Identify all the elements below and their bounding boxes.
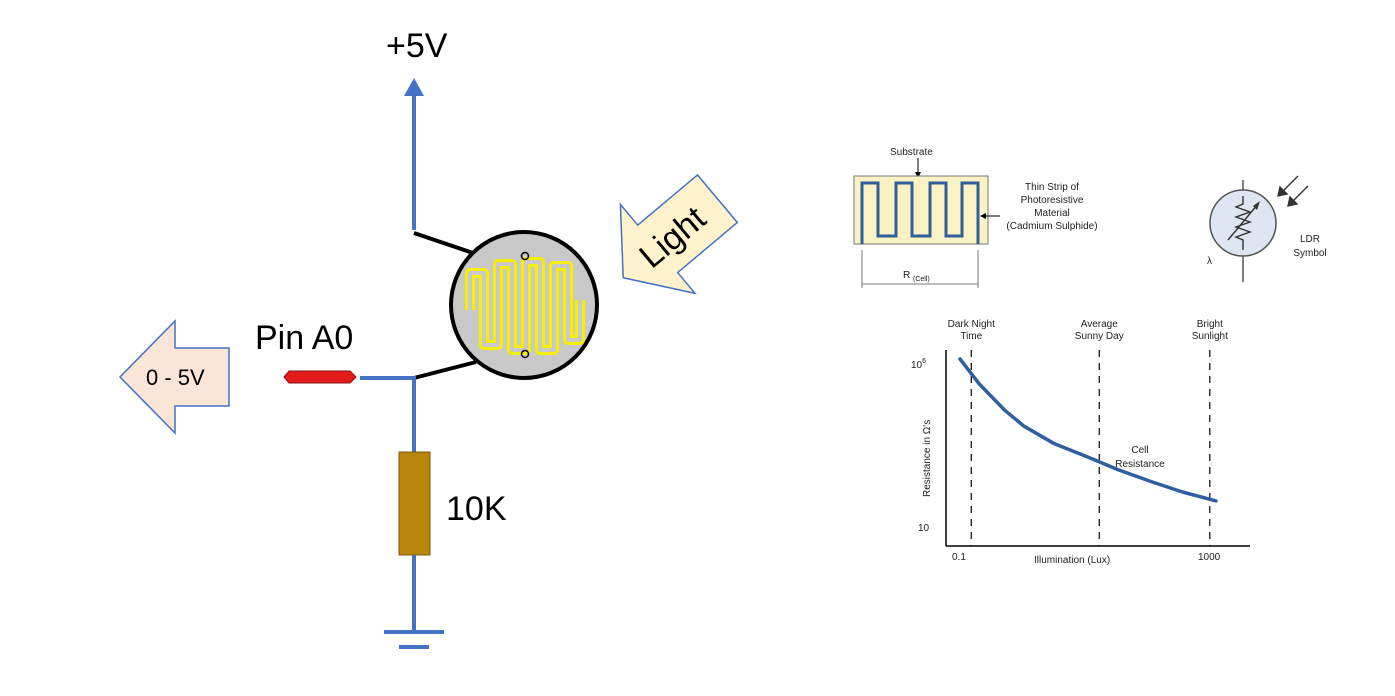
ldr-contact-bottom [520, 349, 530, 359]
strip-label-line-2: Photoresistive [1021, 195, 1084, 206]
circuit: +5V 10K Pin A0 0 - 5V Light [118, 27, 739, 649]
output-label: 0 - 5V [146, 365, 205, 390]
y-tick-label-max: 106 [911, 358, 926, 371]
r-sub-label: (Cell) [913, 276, 930, 283]
annotation-label-2-line-2: Sunny Day [1075, 331, 1124, 342]
strip-callout: Thin Strip of Photoresistive Material (C… [980, 182, 1098, 232]
substrate-plate [853, 175, 989, 245]
strip-label-line-4: (Cadmium Sulphide) [1006, 221, 1097, 232]
r-label: R [903, 270, 910, 281]
resistance-vs-illumination-chart: Resistance in Ω's Illumination (Lux) 0.1… [911, 319, 1250, 566]
x-tick-label-min: 0.1 [952, 552, 966, 563]
output-arrow [118, 319, 230, 435]
y-axis-label: Resistance in Ω's [922, 420, 933, 497]
strip-label-line-1: Thin Strip of [1025, 182, 1079, 193]
series-label-line-2: Resistance [1115, 459, 1165, 470]
ldr-symbol-label-line-2: Symbol [1293, 248, 1326, 259]
strip-label-line-3: Material [1034, 208, 1070, 219]
substrate-pointer-head [915, 172, 921, 178]
annotation-label-1-line-1: Dark Night [948, 319, 995, 330]
pin-label: Pin A0 [255, 319, 353, 357]
ldr-contact-top [520, 251, 530, 261]
ldr-symbol-light-arrows-icon [1277, 175, 1309, 207]
ldr-top-lead [413, 231, 477, 256]
supply-label: +5V [386, 27, 448, 65]
ldr-symbol: λ LDR Symbol [1207, 175, 1327, 282]
annotation-label-2-line-1: Average [1081, 319, 1119, 330]
light-arrow: Light [619, 173, 739, 295]
series-line-1 [958, 357, 1218, 503]
annotation-label-3-line-2: Sunlight [1192, 331, 1228, 342]
ldr-component [449, 230, 599, 380]
y-tick-label-max-exp: 6 [922, 358, 926, 365]
ldr-structure-diagram: Substrate Thin Strip of Photoresistive M… [853, 147, 1098, 288]
substrate-label: Substrate [890, 147, 933, 158]
ldr-symbol-resistor [1233, 196, 1253, 250]
supply-arrow-icon [404, 78, 424, 96]
annotation-label-3-line-1: Bright [1197, 319, 1223, 330]
ldr-cds-track-inner [468, 260, 582, 352]
lambda-label: λ [1207, 256, 1212, 267]
y-tick-label-max-base: 10 [911, 360, 923, 371]
pin-a0-connector [283, 370, 357, 384]
resistor-label: 10K [446, 490, 507, 528]
x-tick-label-max: 1000 [1198, 552, 1221, 563]
y-tick-label-min: 10 [918, 523, 930, 534]
series-label-line-1: Cell [1131, 445, 1148, 456]
x-axis-label: Illumination (Lux) [1034, 555, 1110, 566]
photoresistive-strip [860, 181, 980, 244]
annotation-label-1-line-2: Time [960, 331, 982, 342]
ldr-symbol-label-line-1: LDR [1300, 234, 1320, 245]
ldr-bottom-lead [413, 360, 477, 380]
resistor [398, 451, 431, 556]
